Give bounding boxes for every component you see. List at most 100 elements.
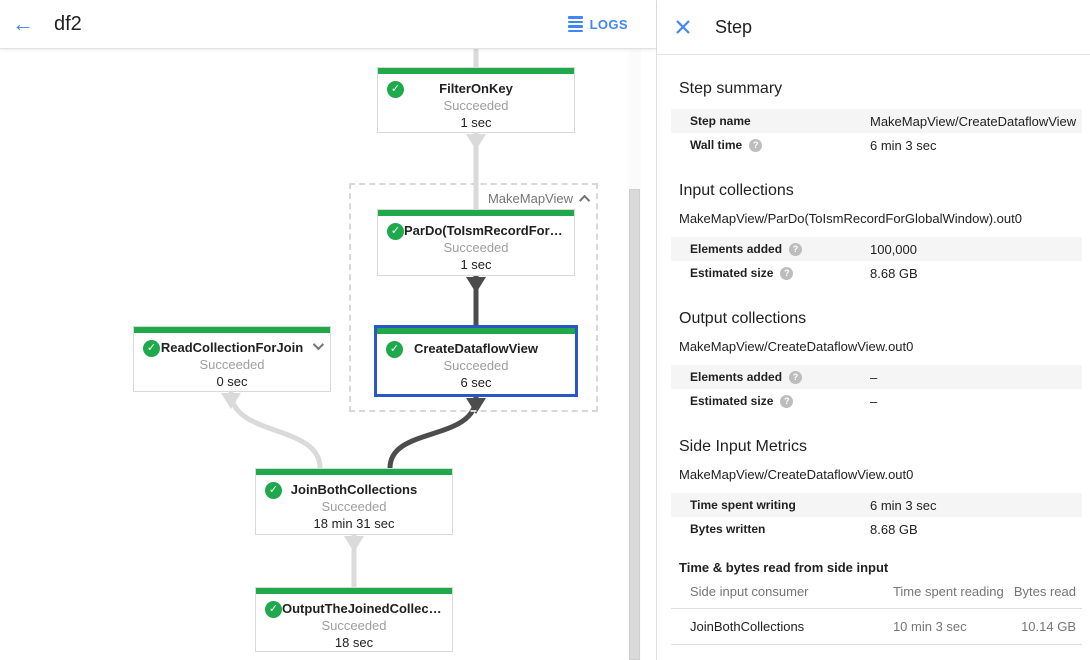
logs-button[interactable]: LOGS bbox=[567, 16, 628, 32]
node-status: Succeeded bbox=[321, 499, 387, 514]
row-label: Estimated size bbox=[690, 394, 870, 408]
panel-body: Step summary Step name MakeMapView/Creat… bbox=[657, 80, 1090, 645]
graph-canvas[interactable]: MakeMapView ✓ FilterOnKey Succeeded 1 se… bbox=[0, 0, 656, 660]
col-header-side-input-consumer: Side input consumer bbox=[671, 575, 893, 609]
logs-button-label: LOGS bbox=[589, 16, 628, 32]
success-check-icon: ✓ bbox=[265, 601, 282, 618]
table-header-row: Side input consumer Time spent reading B… bbox=[671, 575, 1082, 609]
graph-node-pardo-toismrecord[interactable]: ✓ ParDo(ToIsmRecordFor… Succeeded 1 sec bbox=[377, 209, 575, 276]
cell-consumer: JoinBothCollections bbox=[671, 608, 893, 645]
help-icon[interactable] bbox=[749, 138, 763, 152]
node-status-bar bbox=[378, 68, 574, 74]
row-estimated-size: Estimated size 8.68 GB bbox=[671, 261, 1082, 285]
row-elements-added: Elements added – bbox=[671, 365, 1082, 389]
section-heading-side-input-metrics: Side Input Metrics bbox=[679, 438, 808, 455]
step-details-panel: Step Step summary Step name MakeMapView/… bbox=[657, 0, 1090, 660]
graph-node-joinbothcollections[interactable]: ✓ JoinBothCollections Succeeded 18 min 3… bbox=[255, 468, 453, 535]
node-time: 18 sec bbox=[334, 635, 374, 650]
graph-node-outputthejoined[interactable]: ✓ OutputTheJoinedCollec… Succeeded 18 se… bbox=[255, 587, 453, 652]
section-heading-output-collections: Output collections bbox=[679, 310, 807, 327]
graph-node-filteronkey[interactable]: ✓ FilterOnKey Succeeded 1 sec bbox=[377, 67, 575, 133]
help-icon[interactable] bbox=[789, 370, 803, 384]
section-heading-input-collections: Input collections bbox=[679, 182, 794, 199]
success-check-icon: ✓ bbox=[386, 341, 403, 358]
node-status-bar bbox=[256, 588, 452, 594]
table-heading-time-bytes-read: Time & bytes read from side input bbox=[679, 560, 889, 575]
close-icon[interactable] bbox=[672, 16, 694, 38]
node-status: Succeeded bbox=[321, 618, 387, 633]
side-input-collection-name: MakeMapView/CreateDataflowView.out0 bbox=[679, 467, 914, 482]
node-time: 6 sec bbox=[460, 375, 492, 390]
row-elements-added: Elements added 100,000 bbox=[671, 237, 1082, 261]
node-title: ParDo(ToIsmRecordFor… bbox=[404, 223, 563, 238]
node-title: FilterOnKey bbox=[439, 81, 513, 96]
row-value: MakeMapView/CreateDataflowView bbox=[870, 113, 1077, 129]
edge-arrow-icon bbox=[221, 393, 241, 409]
node-time: 1 sec bbox=[460, 257, 492, 272]
group-label: MakeMapView bbox=[487, 191, 573, 206]
help-icon[interactable] bbox=[780, 394, 794, 408]
panel-header: Step bbox=[657, 0, 1090, 55]
graph-vertical-scrollbar[interactable] bbox=[629, 49, 641, 660]
side-input-consumers-table: Side input consumer Time spent reading B… bbox=[671, 575, 1082, 645]
row-label: Elements added bbox=[690, 370, 870, 384]
row-label: Step name bbox=[690, 114, 751, 128]
edge-arrow-icon bbox=[466, 134, 486, 150]
node-title: OutputTheJoinedCollec… bbox=[282, 601, 442, 616]
row-value: 6 min 3 sec bbox=[870, 497, 937, 513]
node-status-bar bbox=[256, 469, 452, 475]
row-value: – bbox=[870, 393, 878, 409]
cell-bytes-read: 10.14 GB bbox=[1003, 608, 1082, 645]
input-collection-name: MakeMapView/ParDo(ToIsmRecordForGlobalWi… bbox=[679, 211, 1022, 226]
group-makemapview-toggle[interactable]: MakeMapView bbox=[487, 191, 591, 206]
row-time-spent-writing: Time spent writing 6 min 3 sec bbox=[671, 493, 1082, 517]
cell-time-spent-reading: 10 min 3 sec bbox=[892, 608, 1004, 645]
chevron-up-icon bbox=[578, 194, 591, 206]
back-arrow-icon[interactable]: ← bbox=[12, 11, 34, 36]
success-check-icon: ✓ bbox=[387, 223, 404, 240]
node-time: 0 sec bbox=[216, 374, 248, 389]
edge-arrow-icon bbox=[344, 536, 364, 552]
node-title: JoinBothCollections bbox=[290, 482, 418, 497]
row-estimated-size: Estimated size – bbox=[671, 389, 1082, 413]
row-label: Elements added bbox=[690, 242, 870, 256]
row-value: – bbox=[870, 369, 878, 385]
row-value: 8.68 GB bbox=[870, 521, 918, 537]
edge-readcollection-join bbox=[228, 391, 323, 469]
panel-title: Step bbox=[715, 16, 753, 37]
row-value: 6 min 3 sec bbox=[870, 137, 937, 153]
node-status: Succeeded bbox=[443, 358, 509, 373]
section-heading-step-summary: Step summary bbox=[679, 80, 783, 97]
row-label: Wall time bbox=[690, 138, 870, 152]
row-label: Time spent writing bbox=[690, 498, 796, 512]
help-icon[interactable] bbox=[780, 266, 794, 280]
row-label: Estimated size bbox=[690, 266, 870, 280]
node-status: Succeeded bbox=[199, 357, 265, 372]
top-toolbar: ← df2 LOGS bbox=[0, 0, 656, 49]
row-value: 100,000 bbox=[870, 241, 917, 257]
pane-divider bbox=[656, 0, 657, 660]
group-makemapview: MakeMapView bbox=[349, 183, 598, 412]
graph-node-createdataflowview-selected[interactable]: ✓ CreateDataflowView Succeeded 6 sec bbox=[374, 325, 578, 397]
node-title: ReadCollectionForJoin bbox=[160, 340, 304, 355]
output-collection-name: MakeMapView/CreateDataflowView.out0 bbox=[679, 339, 914, 354]
success-check-icon: ✓ bbox=[265, 482, 282, 499]
table-row: JoinBothCollections 10 min 3 sec 10.14 G… bbox=[671, 608, 1082, 645]
job-title: df2 bbox=[54, 12, 82, 35]
col-header-time-spent-reading: Time spent reading bbox=[892, 575, 1004, 609]
node-status: Succeeded bbox=[443, 240, 509, 255]
row-step-name: Step name MakeMapView/CreateDataflowView bbox=[671, 109, 1082, 133]
graph-node-readcollectionforjoin[interactable]: ✓ ReadCollectionForJoin Succeeded 0 sec bbox=[133, 326, 331, 392]
row-label: Bytes written bbox=[690, 522, 766, 536]
node-time: 18 min 31 sec bbox=[313, 516, 395, 531]
success-check-icon: ✓ bbox=[143, 340, 160, 357]
row-value: 8.68 GB bbox=[870, 265, 918, 281]
row-bytes-written: Bytes written 8.68 GB bbox=[671, 517, 1082, 541]
logs-list-icon bbox=[567, 16, 583, 32]
graph-pane: MakeMapView ✓ FilterOnKey Succeeded 1 se… bbox=[0, 0, 656, 660]
help-icon[interactable] bbox=[789, 242, 803, 256]
success-check-icon: ✓ bbox=[387, 81, 404, 98]
scrollbar-thumb[interactable] bbox=[629, 189, 640, 660]
node-status-bar bbox=[377, 328, 575, 334]
